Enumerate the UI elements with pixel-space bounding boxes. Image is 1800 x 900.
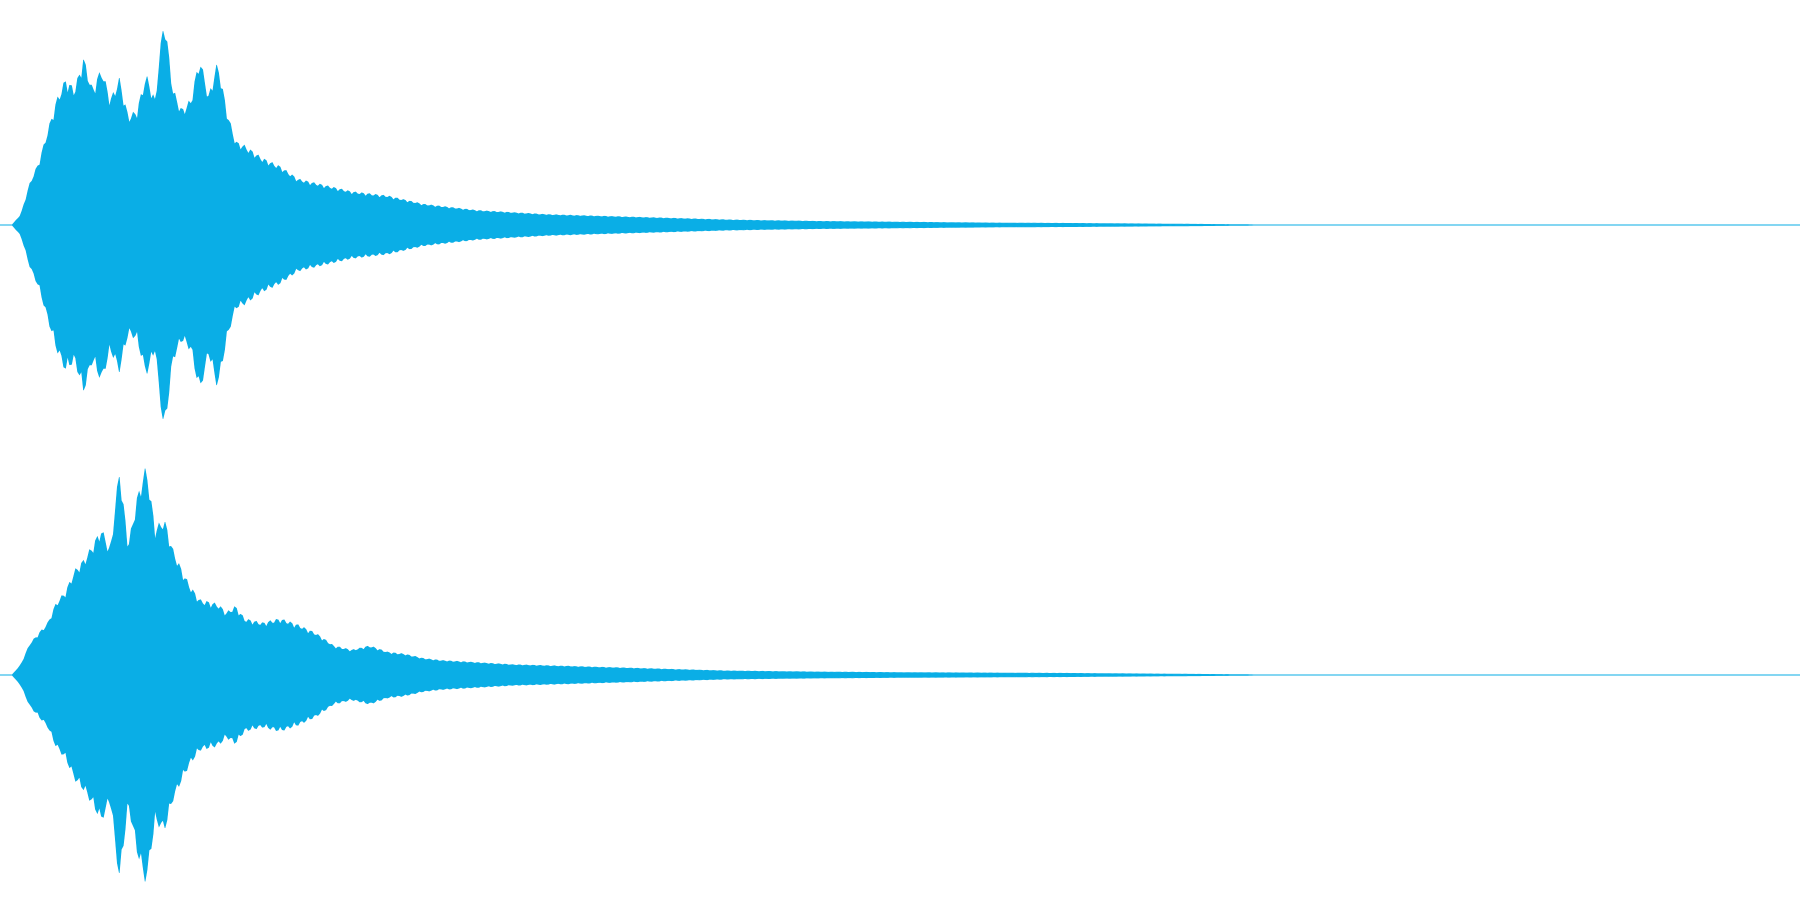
channel-2-waveform <box>11 468 1800 882</box>
channel-2-track <box>0 468 1800 882</box>
channel-1-track <box>0 31 1800 419</box>
channel-1-waveform <box>11 31 1800 419</box>
